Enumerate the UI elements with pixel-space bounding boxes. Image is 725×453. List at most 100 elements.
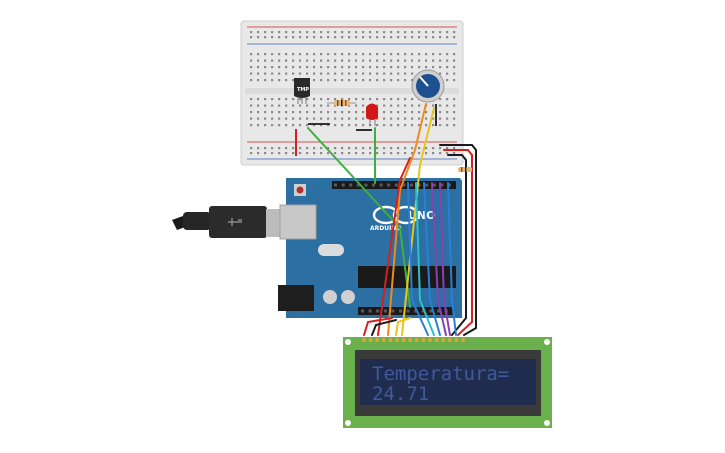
breadboard-hole — [278, 53, 281, 56]
breadboard-hole — [306, 53, 309, 56]
breadboard-hole — [306, 117, 309, 120]
breadboard-hole — [383, 31, 386, 34]
breadboard-hole — [355, 31, 358, 34]
breadboard-hole — [348, 98, 351, 101]
potentiometer-icon[interactable] — [411, 69, 445, 103]
lcd-pin — [375, 338, 380, 342]
breadboard-hole — [418, 147, 421, 150]
breadboard-hole — [390, 98, 393, 101]
breadboard-hole — [341, 36, 344, 39]
breadboard-hole — [341, 53, 344, 56]
breadboard-hole — [271, 31, 274, 34]
wire-yellow-bottom — [395, 317, 411, 336]
breadboard-hole — [446, 152, 449, 155]
breadboard-hole — [369, 36, 372, 39]
breadboard-hole — [432, 36, 435, 39]
led-icon[interactable] — [366, 103, 378, 127]
breadboard-hole — [341, 31, 344, 34]
breadboard-hole — [425, 152, 428, 155]
breadboard-hole — [362, 79, 365, 82]
breadboard-hole — [257, 111, 260, 114]
resistor-icon[interactable] — [327, 100, 356, 106]
breadboard-hole — [292, 98, 295, 101]
wire-blue-1 — [407, 182, 429, 336]
breadboard-hole — [355, 53, 358, 56]
breadboard-hole — [250, 31, 253, 34]
breadboard-hole — [320, 124, 323, 127]
wire-orange — [387, 103, 427, 336]
breadboard-hole — [432, 66, 435, 69]
breadboard-hole — [278, 36, 281, 39]
breadboard-hole — [250, 72, 253, 75]
breadboard-hole — [299, 117, 302, 120]
breadboard-hole — [383, 104, 386, 107]
breadboard-hole — [418, 59, 421, 62]
breadboard-hole — [320, 111, 323, 114]
temperature-sensor-icon[interactable]: TMP — [294, 78, 310, 104]
breadboard-hole — [418, 104, 421, 107]
breadboard-hole — [404, 124, 407, 127]
breadboard-hole — [264, 66, 267, 69]
wire-red-bottom — [363, 317, 393, 336]
sensor-label: TMP — [297, 87, 309, 93]
breadboard-hole — [327, 31, 330, 34]
header-pin — [410, 183, 413, 187]
breadboard-hole — [292, 79, 295, 82]
breadboard-hole — [453, 104, 456, 107]
breadboard-hole — [327, 147, 330, 150]
breadboard-hole — [376, 152, 379, 155]
breadboard-hole — [271, 72, 274, 75]
breadboard-hole — [369, 79, 372, 82]
breadboard-hole — [376, 117, 379, 120]
breadboard-hole — [411, 152, 414, 155]
breadboard-hole — [348, 111, 351, 114]
breadboard-hole — [355, 124, 358, 127]
breadboard-hole — [390, 59, 393, 62]
breadboard-hole — [320, 104, 323, 107]
breadboard-hole — [390, 104, 393, 107]
breadboard-hole — [306, 152, 309, 155]
breadboard-hole — [446, 36, 449, 39]
breadboard-hole — [299, 124, 302, 127]
breadboard-hole — [439, 152, 442, 155]
breadboard-hole — [341, 66, 344, 69]
breadboard-hole — [369, 98, 372, 101]
breadboard-hole — [439, 117, 442, 120]
breadboard-hole — [348, 147, 351, 150]
breadboard-hole — [348, 31, 351, 34]
breadboard-hole — [390, 72, 393, 75]
breadboard-hole — [348, 79, 351, 82]
breadboard-hole — [341, 147, 344, 150]
breadboard-hole — [425, 66, 428, 69]
breadboard-hole — [306, 98, 309, 101]
wire-purple-2 — [439, 182, 451, 336]
breadboard-hole — [362, 152, 365, 155]
breadboard-hole — [292, 124, 295, 127]
breadboard-hole — [257, 36, 260, 39]
lcd-pin — [395, 338, 399, 342]
breadboard-hole — [306, 66, 309, 69]
breadboard-hole — [257, 59, 260, 62]
breadboard-hole — [278, 98, 281, 101]
breadboard-hole — [320, 147, 323, 150]
header-pin — [341, 183, 345, 187]
breadboard-hole — [453, 59, 456, 62]
breadboard-hole — [362, 66, 365, 69]
breadboard-hole — [453, 53, 456, 56]
arduino-board-icon[interactable]: UNO ARDUINO — [278, 178, 462, 318]
breadboard-hole — [334, 59, 337, 62]
lcd-display-icon[interactable]: Temperatura= 24.71 — [343, 337, 552, 428]
wire-green-sensor — [307, 127, 411, 308]
breadboard-hole — [425, 147, 428, 150]
breadboard-hole — [362, 104, 365, 107]
breadboard-hole — [376, 59, 379, 62]
breadboard-hole — [432, 104, 435, 107]
breadboard-hole — [390, 117, 393, 120]
breadboard-hole — [397, 147, 400, 150]
breadboard-hole — [250, 98, 253, 101]
breadboard-hole — [411, 98, 414, 101]
breadboard-hole — [411, 117, 414, 120]
breadboard-hole — [411, 31, 414, 34]
header-pin — [349, 183, 353, 187]
breadboard-hole — [390, 36, 393, 39]
